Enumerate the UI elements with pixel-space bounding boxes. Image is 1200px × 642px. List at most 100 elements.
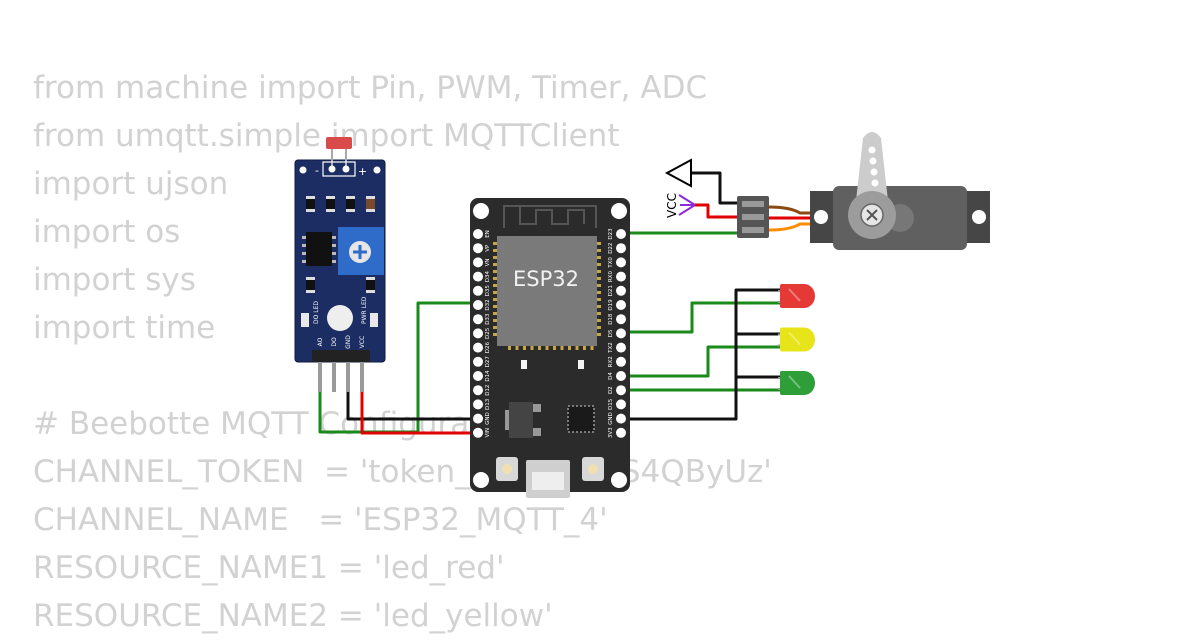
esp32-label: ESP32 [513, 267, 579, 291]
led-green[interactable] [778, 371, 815, 395]
pwr-led-label: PWR LED [361, 296, 368, 324]
voltage-regulator [509, 402, 533, 438]
esp32-pin[interactable] [473, 328, 483, 339]
esp32-pin[interactable] [473, 427, 483, 438]
esp32-pin-label: VN [485, 258, 491, 266]
esp32-pin-label: VIN [485, 428, 491, 438]
esp32-pin[interactable] [473, 229, 483, 239]
esp32-pin-label: D21 [608, 285, 614, 296]
esp32-pin-label: D2 [608, 386, 614, 394]
led-red[interactable] [778, 284, 815, 308]
esp32-pin-label: D14 [485, 370, 491, 382]
ldr-pin-label: GND [345, 335, 352, 349]
wire-servo-vcc [693, 203, 740, 219]
code-line: import time [33, 310, 216, 346]
esp32-pin-label: D23 [608, 228, 614, 240]
esp32-pin[interactable] [473, 371, 483, 381]
esp32-pin-label: D19 [608, 299, 614, 311]
wire-ldr-gnd [346, 392, 478, 421]
wire-servo-gnd [690, 171, 740, 205]
esp32-pin-label: D35 [485, 285, 491, 297]
usb-uart-chip [567, 405, 595, 433]
esp32-pin[interactable] [616, 229, 626, 239]
esp32-pin-label: EN [485, 230, 491, 238]
esp32-pin[interactable] [616, 356, 626, 367]
esp32-pin-label: D27 [485, 356, 491, 368]
wire-led-ground [620, 288, 780, 421]
vcc-label: VCC [665, 193, 679, 218]
comparator-ic [306, 232, 332, 266]
esp32-pin[interactable] [616, 328, 626, 339]
wire-led-red [620, 301, 780, 334]
esp32-pin[interactable] [616, 285, 626, 296]
esp32-pin[interactable] [473, 399, 483, 410]
esp32-pin[interactable] [616, 271, 626, 282]
vcc-arrow-icon [678, 194, 696, 216]
esp32-pin[interactable] [473, 413, 483, 424]
esp32-pin[interactable] [616, 257, 626, 268]
esp32-pin-label: D13 [485, 398, 491, 410]
esp32-pin[interactable] [473, 342, 483, 353]
esp32-pin-label: D4 [608, 372, 614, 380]
do-led-label: DO LED [313, 301, 320, 324]
code-line: RESOURCE_NAME1 = 'led_red' [33, 550, 505, 586]
code-line: import ujson [33, 166, 229, 202]
esp32-pin[interactable] [473, 257, 483, 268]
ldr-pin-label: DO [331, 337, 338, 347]
code-line: CHANNEL_NAME = 'ESP32_MQTT_4' [33, 502, 608, 538]
esp32-pin-label: D18 [608, 313, 614, 325]
esp32-pin[interactable] [473, 271, 483, 282]
esp32-pin[interactable] [616, 413, 626, 424]
esp32-pin-label: GND [608, 412, 614, 425]
esp32-pin-label: D25 [485, 327, 491, 339]
esp32-pin[interactable] [473, 356, 483, 367]
esp32-pin[interactable] [616, 342, 626, 353]
code-line: from umqtt.simple import MQTTClient [33, 118, 620, 154]
esp32-pin[interactable] [616, 427, 626, 438]
esp32-pin-label: RX0 [608, 271, 614, 283]
esp32-pin-label: D34 [485, 270, 491, 282]
led-yellow[interactable] [778, 327, 815, 352]
esp32-pin[interactable] [473, 300, 483, 310]
esp32-pin-label: D12 [485, 385, 491, 396]
esp32-pin-label: VP [485, 244, 491, 252]
esp32-pin[interactable] [616, 243, 626, 254]
esp32-pin[interactable] [616, 371, 626, 381]
servo-motor[interactable]: VCC [664, 132, 990, 250]
photoresistor [326, 137, 352, 149]
code-line: import os [33, 214, 181, 250]
esp32-pin-label: TX2 [608, 342, 614, 354]
ldr-pin-label: VCC [359, 336, 366, 348]
esp32-pin[interactable] [473, 314, 483, 325]
esp32-pin-label: TX0 [608, 257, 614, 269]
plus-label: + [358, 165, 367, 178]
esp32-pin-label: 3V3 [608, 427, 614, 438]
esp32-pin-label: D22 [608, 243, 614, 254]
wire-ldr-vcc [360, 392, 478, 435]
esp32-pin[interactable] [616, 399, 626, 410]
esp32-pin[interactable] [616, 314, 626, 325]
esp32-pin[interactable] [473, 285, 483, 296]
esp32-pin-label: GND [485, 412, 491, 425]
led-indicators [778, 284, 815, 395]
esp32-pin[interactable] [473, 243, 483, 254]
esp32-pin-label: D5 [608, 329, 614, 337]
esp32-pin[interactable] [473, 385, 483, 396]
code-listing: from machine import Pin, PWM, Timer, ADC… [33, 66, 772, 642]
esp32-pin[interactable] [616, 385, 626, 396]
ground-symbol [664, 158, 692, 188]
wire-led-yellow [620, 345, 780, 378]
minus-label: - [315, 164, 319, 177]
code-line: from machine import Pin, PWM, Timer, ADC [33, 70, 708, 106]
esp32-pin-label: D15 [608, 398, 614, 410]
esp32-board[interactable]: ESP32 ENVPVND34D35D32D33D25D26D27D14D12D… [470, 198, 630, 498]
esp32-pin-label: D26 [485, 341, 491, 353]
esp32-pin-label: D32 [485, 299, 491, 310]
esp32-module [497, 236, 597, 346]
code-line: import sys [33, 262, 196, 298]
esp32-pin[interactable] [616, 300, 626, 310]
ldr-pin-label: AO [317, 337, 324, 346]
esp32-pin-label: RX2 [608, 356, 614, 367]
